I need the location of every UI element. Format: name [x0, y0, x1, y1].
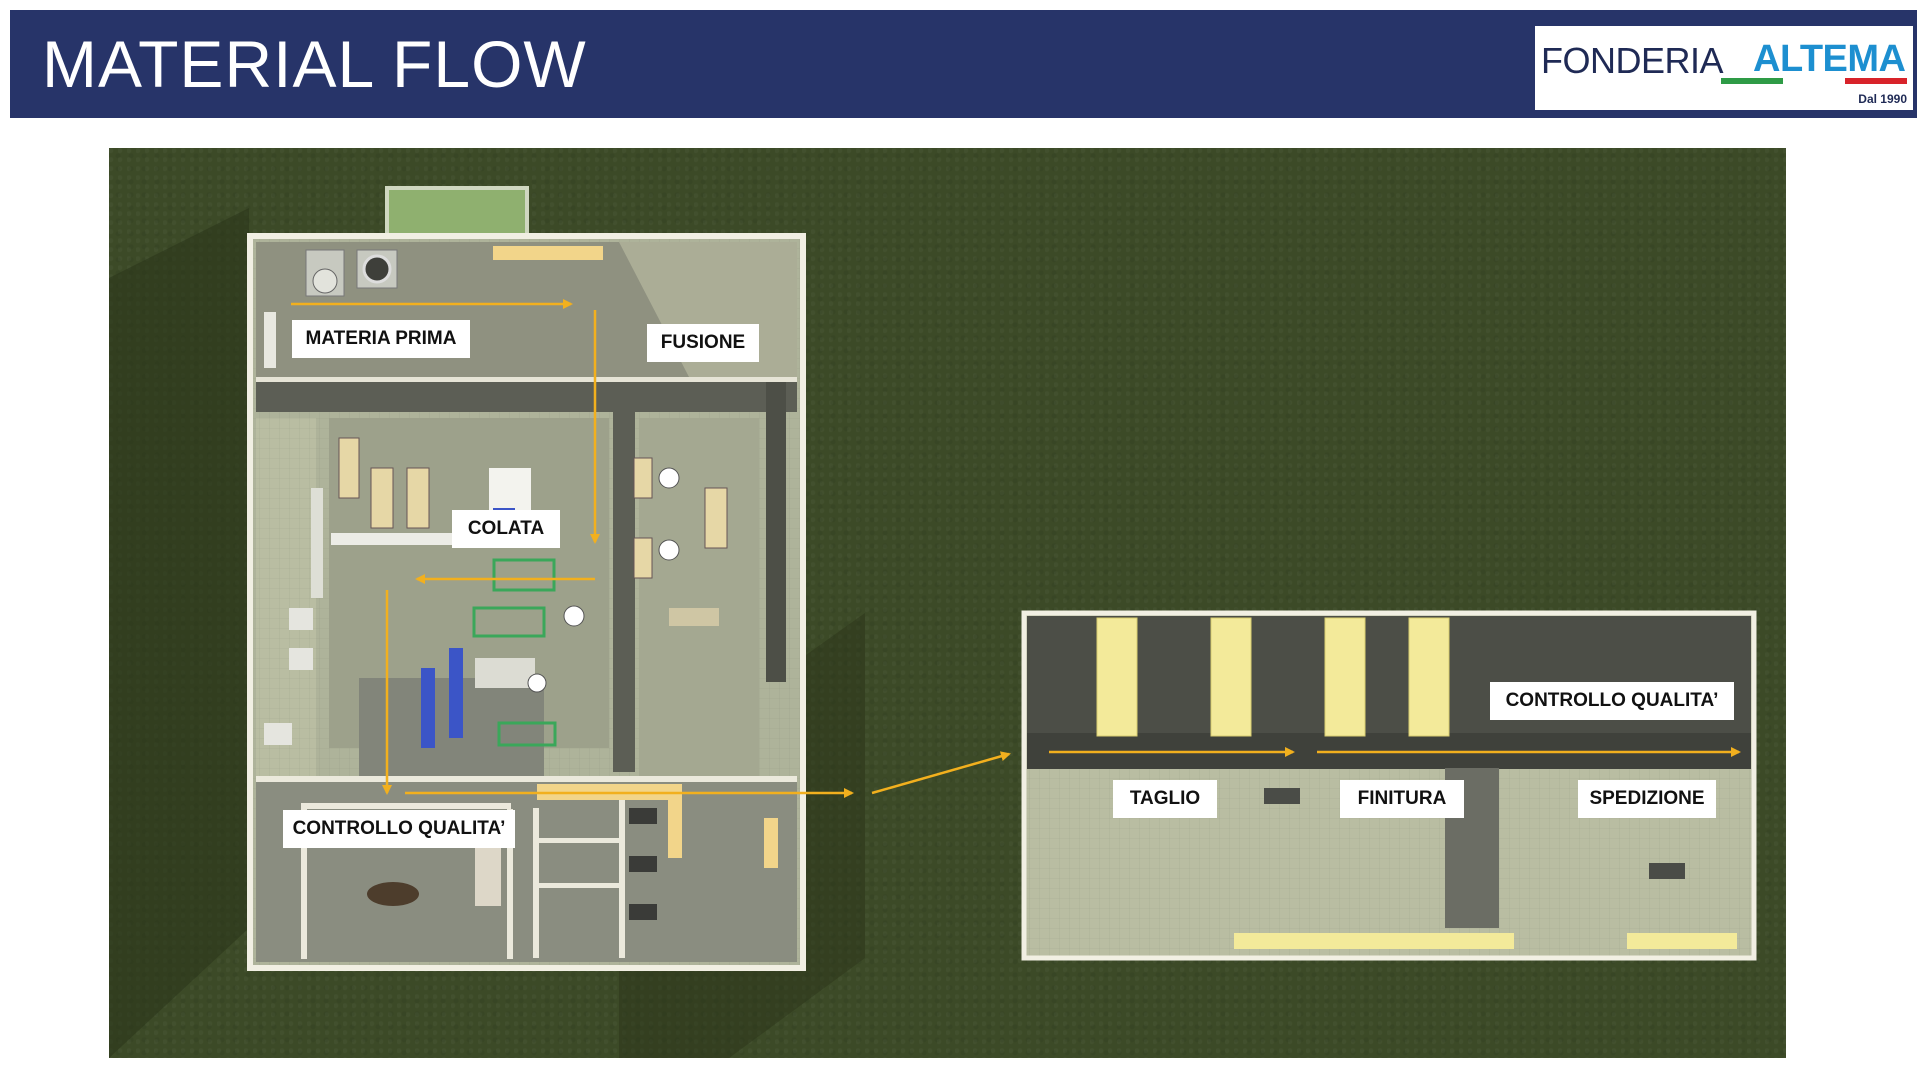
machine	[633, 537, 653, 579]
silo-unit	[362, 254, 392, 284]
aisle	[256, 382, 797, 412]
desk	[629, 856, 657, 872]
conveyor	[331, 533, 471, 545]
machine	[338, 437, 360, 499]
zone-label-controllo-qualita: CONTROLLO QUALITA’	[283, 810, 515, 848]
wall-divider	[256, 377, 797, 382]
work-cell	[472, 606, 546, 638]
machine	[489, 468, 531, 513]
zone-label-spedizione: SPEDIZIONE	[1578, 780, 1716, 818]
flow-arrow	[871, 751, 1011, 795]
bin	[264, 723, 292, 745]
material-flow-arrows	[291, 299, 1741, 798]
forklift	[1649, 863, 1685, 879]
page-title: MATERIAL FLOW	[42, 27, 587, 101]
machine	[370, 467, 394, 529]
bin	[289, 648, 313, 670]
company-logo: FONDERIA ALTEMA Dal 1990	[1535, 26, 1913, 110]
zone-label-finitura: FINITURA	[1340, 780, 1464, 818]
machine	[658, 467, 680, 489]
meeting-table	[367, 882, 419, 906]
logo-flag-stripe	[1721, 78, 1907, 84]
rooftop-annex	[385, 186, 529, 237]
rack	[1096, 617, 1138, 737]
work-cell	[492, 558, 556, 592]
office-wall	[301, 809, 307, 959]
aisle	[613, 382, 635, 772]
logo-tagline: Dal 1990	[1858, 92, 1907, 106]
forklift	[1264, 788, 1300, 804]
aisle	[766, 382, 786, 682]
storage-area	[1027, 616, 1751, 746]
machine	[527, 673, 547, 693]
wall-divider	[256, 776, 797, 782]
machine	[658, 539, 680, 561]
zone-label-taglio: TAGLIO	[1113, 780, 1217, 818]
rack	[493, 246, 603, 260]
rack	[1408, 617, 1450, 737]
robot-arm	[421, 668, 435, 748]
logo-word-fonderia: FONDERIA	[1541, 40, 1724, 81]
desk	[629, 808, 657, 824]
bin	[289, 608, 313, 630]
site-plan: MATERIA PRIMA FUSIONE COLATA CONTROLLO Q…	[109, 148, 1786, 1058]
rack	[1324, 617, 1366, 737]
machine	[633, 457, 653, 499]
machine	[406, 467, 430, 529]
rack	[764, 818, 778, 868]
logo-word-altema: ALTEMA	[1753, 38, 1906, 80]
office-wall	[301, 803, 511, 809]
robot-arm	[449, 648, 463, 738]
office-wall	[539, 883, 625, 888]
rack	[264, 312, 276, 368]
work-cell	[497, 721, 557, 747]
desk	[629, 904, 657, 920]
office-wall	[533, 808, 539, 958]
floor-zone	[639, 418, 759, 778]
office-wall	[507, 809, 513, 959]
machine	[704, 487, 728, 549]
machine	[563, 605, 585, 627]
office-wall	[619, 788, 625, 958]
silo-unit	[312, 268, 338, 294]
header-bar: MATERIAL FLOW FONDERIA ALTEMA Dal 1990	[10, 10, 1917, 118]
rack	[1627, 933, 1737, 949]
rack	[311, 488, 323, 598]
zone-label-controllo-qualita-2: CONTROLLO QUALITA’	[1490, 682, 1734, 720]
building-shadow	[109, 208, 249, 1058]
zone-label-fusione: FUSIONE	[647, 324, 759, 362]
machine	[475, 658, 535, 688]
zone-label-materia-prima: MATERIA PRIMA	[292, 320, 470, 358]
office-wall	[539, 838, 625, 843]
rack	[1210, 617, 1252, 737]
zone-label-colata: COLATA	[452, 510, 560, 548]
site-plan-drawing	[109, 186, 1757, 1058]
rack	[668, 798, 682, 858]
bench	[669, 608, 719, 626]
rack	[1234, 933, 1514, 949]
